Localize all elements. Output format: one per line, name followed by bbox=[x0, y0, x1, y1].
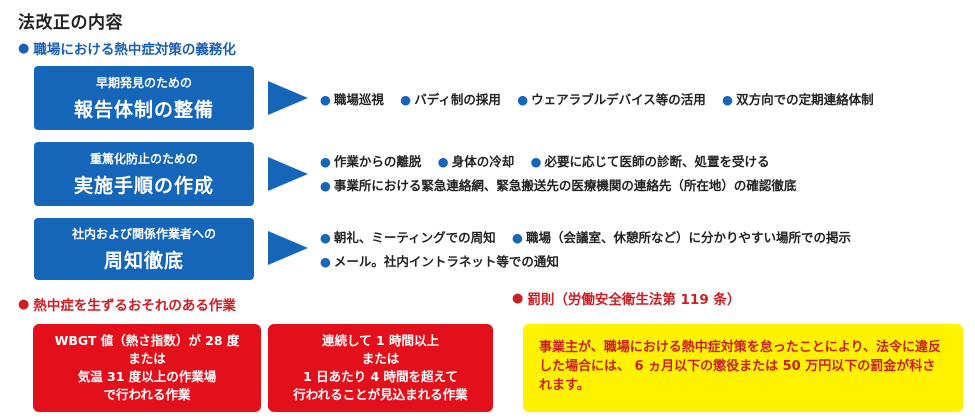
step-box-awareness: 社内および関係作業者への 周知徹底 bbox=[34, 218, 254, 280]
step-sub: 重篤化防止のための bbox=[89, 152, 198, 166]
bullet-icon: ● bbox=[18, 40, 30, 56]
step-items-row: ●事業所における緊急連絡網、緊急搬送先の医療機関の連絡先（所在地）の確認徹底 bbox=[320, 175, 808, 194]
risk-line: で行われる作業 bbox=[103, 387, 191, 402]
list-item: ●職場巡視 bbox=[320, 92, 384, 107]
section-label: 熱中症を生ずるおそれのある作業 bbox=[33, 298, 236, 314]
list-item: ●作業からの離脱 bbox=[320, 154, 422, 169]
step-items-row: ●作業からの離脱 ●身体の冷却 ●必要に応じて医師の診断、処置を受ける bbox=[320, 151, 782, 170]
list-item: ●必要に応じて医師の診断、処置を受ける bbox=[530, 154, 770, 169]
list-item: ●身体の冷却 bbox=[437, 154, 515, 169]
list-item: ●職場（会議室、休憩所など）に分かりやすい場所での掲示 bbox=[512, 230, 851, 245]
section-heading-risk: ● 熱中症を生ずるおそれのある作業 bbox=[18, 294, 236, 315]
list-item: ●メール。社内イントラネット等での通知 bbox=[320, 254, 559, 269]
step-main: 報告体制の整備 bbox=[73, 99, 214, 121]
step-sub: 早期発見のための bbox=[95, 76, 192, 90]
risk-line: 連続して 1 時間以上 bbox=[321, 333, 440, 348]
risk-line: WBGT 値（熱さ指数）が 28 度 bbox=[54, 333, 240, 348]
step-sub: 社内および関係作業者への bbox=[71, 227, 216, 241]
risk-line: 1 日あたり 4 時間を超えて bbox=[303, 369, 458, 384]
list-item: ●双方向での定期連絡体制 bbox=[722, 92, 874, 107]
section-label: 罰則（労働安全衛生法第 119 条） bbox=[527, 292, 741, 308]
arrow-right-icon bbox=[268, 81, 308, 115]
risk-box-duration: 連続して 1 時間以上 または 1 日あたり 4 時間を超えて 行われることが見… bbox=[268, 324, 493, 412]
step-main: 周知徹底 bbox=[103, 250, 184, 272]
risk-line: または bbox=[128, 351, 166, 366]
list-item: ●バディ制の採用 bbox=[400, 92, 501, 107]
step-main: 実施手順の作成 bbox=[73, 175, 214, 197]
risk-box-wbgt: WBGT 値（熱さ指数）が 28 度 または 気温 31 度以上の作業場 で行わ… bbox=[33, 324, 261, 412]
section-label: 職場における熱中症対策の義務化 bbox=[33, 42, 236, 58]
penalty-box: 事業主が、職場における熱中症対策を怠ったことにより、法令に違反した場合には、 6… bbox=[523, 324, 963, 412]
bullet-icon: ● bbox=[512, 290, 524, 306]
risk-line: または bbox=[361, 351, 400, 366]
section-heading-duty: ● 職場における熱中症対策の義務化 bbox=[18, 38, 236, 59]
step-items-row: ●職場巡視 ●バディ制の採用 ●ウェアラブルデバイス等の活用 ●双方向での定期連… bbox=[320, 89, 886, 108]
list-item: ●事業所における緊急連絡網、緊急搬送先の医療機関の連絡先（所在地）の確認徹底 bbox=[320, 178, 797, 193]
arrow-right-icon bbox=[268, 157, 308, 191]
list-item: ●ウェアラブルデバイス等の活用 bbox=[517, 92, 706, 107]
risk-line: 行われることが見込まれる作業 bbox=[293, 387, 468, 402]
step-box-reporting: 早期発見のための 報告体制の整備 bbox=[34, 66, 254, 130]
step-box-procedure: 重篤化防止のための 実施手順の作成 bbox=[34, 142, 254, 206]
step-items-row: ●メール。社内イントラネット等での通知 bbox=[320, 251, 571, 270]
arrow-right-icon bbox=[268, 231, 308, 265]
penalty-text: 事業主が、職場における熱中症対策を怠ったことにより、法令に違反した場合には、 6… bbox=[539, 340, 941, 393]
page-title: 法改正の内容 bbox=[18, 13, 123, 33]
step-items-row: ●朝礼、ミーティングでの周知 ●職場（会議室、休憩所など）に分かりやすい場所での… bbox=[320, 227, 863, 246]
section-heading-penalty: ● 罰則（労働安全衛生法第 119 条） bbox=[512, 288, 741, 309]
bullet-icon: ● bbox=[18, 296, 30, 312]
risk-line: 気温 31 度以上の作業場 bbox=[77, 369, 217, 384]
list-item: ●朝礼、ミーティングでの周知 bbox=[320, 230, 496, 245]
